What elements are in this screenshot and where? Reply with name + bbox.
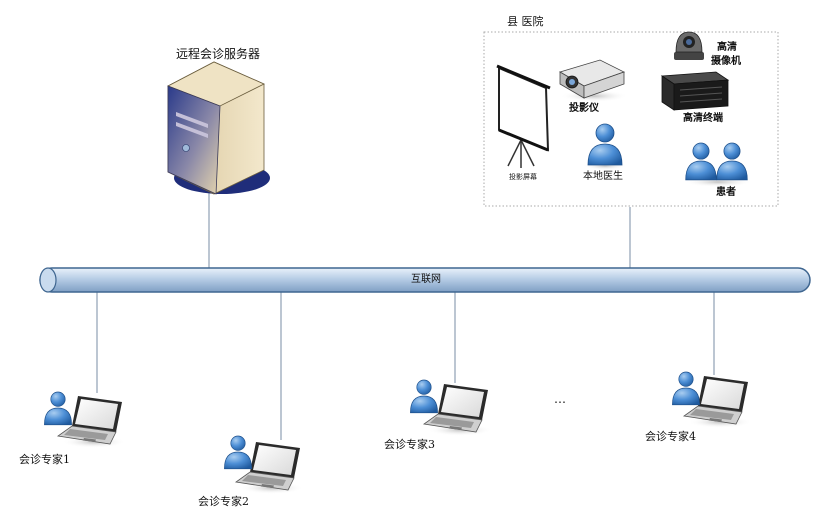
server-label: 远程会诊服务器 — [176, 47, 261, 61]
local-doctor-icon — [583, 123, 627, 170]
projector-screen-label: 投影屏幕 — [509, 173, 537, 181]
local-doctor-label: 本地医生 — [583, 171, 623, 182]
hd-camera-icon — [674, 31, 704, 60]
hd-camera-label-line1: 高清 — [717, 42, 737, 53]
server-icon — [167, 61, 270, 195]
expert2-label: 会诊专家2 — [198, 495, 249, 508]
internet-pipe — [39, 267, 811, 293]
projector-icon — [559, 59, 628, 102]
hd-terminal-label: 高清终端 — [683, 113, 723, 124]
connector-lines — [96, 193, 715, 440]
expert2-workstation — [224, 435, 304, 494]
expert4-workstation — [672, 371, 752, 428]
expert1-label: 会诊专家1 — [19, 453, 70, 466]
hospital-box — [483, 31, 779, 207]
expert3-label: 会诊专家3 — [384, 438, 435, 451]
hd-camera-label-line2: 摄像机 — [711, 56, 741, 67]
hd-terminal-icon — [660, 71, 730, 111]
ellipsis-text: … — [554, 392, 566, 406]
expert4-label: 会诊专家4 — [645, 430, 696, 443]
hospital-title: 县 医院 — [507, 15, 544, 28]
projector-screen-icon — [496, 64, 551, 168]
patient-label: 患者 — [716, 187, 736, 198]
internet-label: 互联网 — [411, 274, 441, 285]
projector-label: 投影仪 — [569, 103, 599, 114]
expert1-workstation — [44, 391, 126, 448]
patient-icon — [684, 142, 752, 187]
expert3-workstation — [410, 379, 492, 436]
